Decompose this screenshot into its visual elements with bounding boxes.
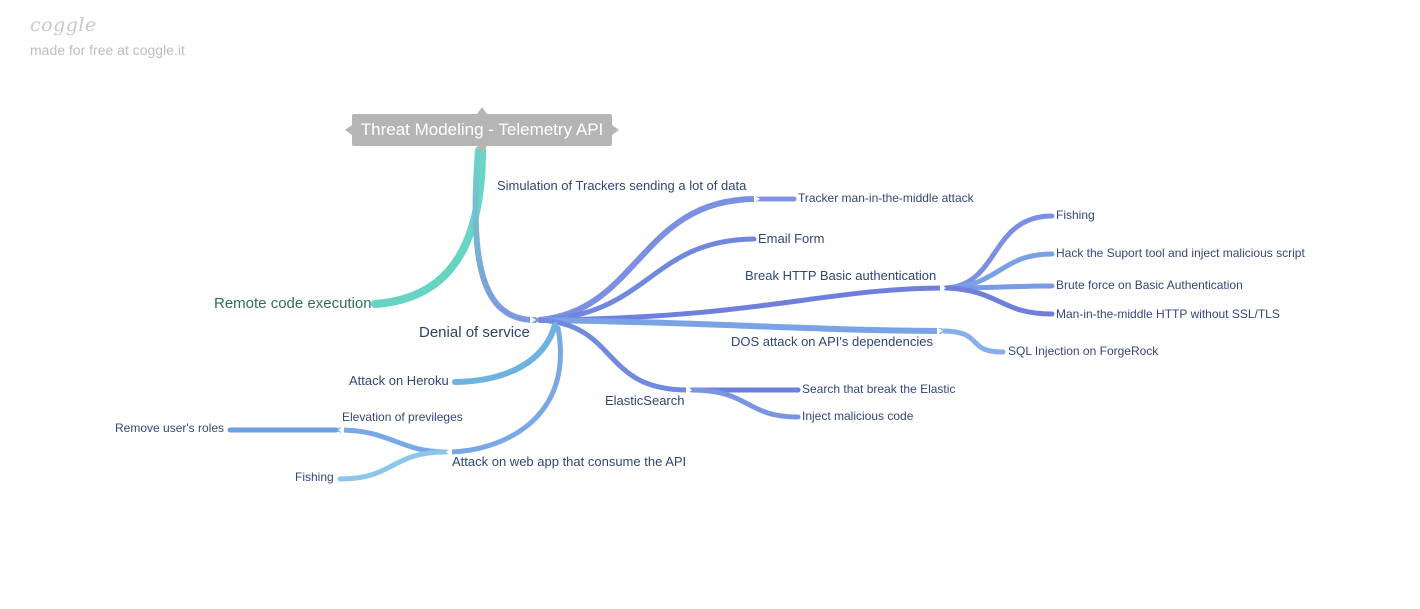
root-node-label: Threat Modeling - Telemetry API <box>360 120 604 139</box>
branch-remote-code-execution <box>371 146 486 308</box>
coggle-logo[interactable]: coggle <box>30 14 97 36</box>
node-denial-of-service[interactable]: Denial of service <box>419 324 530 341</box>
node-ba-fishing[interactable]: Fishing <box>1056 208 1095 222</box>
branch-email-form <box>537 236 757 323</box>
root-add-down-handle[interactable] <box>477 146 487 153</box>
root-add-right-handle[interactable] <box>612 125 619 135</box>
node-attack-webapp[interactable]: Attack on web app that consume the API <box>452 454 687 469</box>
node-remote-code-execution[interactable]: Remote code execution <box>214 295 372 312</box>
branch-sql-injection <box>941 328 1006 355</box>
coggle-branding: coggle made for free at coggle.it <box>30 14 185 58</box>
node-elasticsearch[interactable]: ElasticSearch <box>605 393 685 408</box>
node-attack-heroku[interactable]: Attack on Heroku <box>349 373 449 388</box>
node-inject-malicious-code[interactable]: Inject malicious code <box>802 409 914 423</box>
branch-heroku <box>452 322 558 385</box>
branch-simulation <box>537 196 759 323</box>
node-brute-force[interactable]: Brute force on Basic Authentication <box>1056 278 1243 292</box>
node-mitm-http[interactable]: Man-in-the-middle HTTP without SSL/TLS <box>1056 307 1280 321</box>
node-dos-dependencies[interactable]: DOS attack on API's dependencies <box>731 334 933 349</box>
node-hack-support-tool[interactable]: Hack the Suport tool and inject maliciou… <box>1056 246 1305 260</box>
node-elevation-privileges[interactable]: Elevation of previleges <box>342 410 463 424</box>
branch-ba-mitm-http <box>943 285 1055 317</box>
coggle-tagline[interactable]: made for free at coggle.it <box>30 42 185 58</box>
branch-basic-auth <box>537 285 945 323</box>
branch-webapp-fishing <box>337 449 449 482</box>
root-add-left-handle[interactable] <box>345 125 352 135</box>
branch-dependencies <box>537 317 943 334</box>
node-email-form[interactable]: Email Form <box>758 231 825 246</box>
node-webapp-fishing[interactable]: Fishing <box>295 470 334 484</box>
node-remove-user-roles[interactable]: Remove user's roles <box>115 421 224 435</box>
connector-chevrons <box>338 195 946 456</box>
root-add-up-handle[interactable] <box>477 107 487 114</box>
branch-elastic <box>537 317 691 393</box>
node-tracker-mitm[interactable]: Tracker man-in-the-middle attack <box>798 191 974 205</box>
node-sql-injection[interactable]: SQL Injection on ForgeRock <box>1008 344 1159 358</box>
branch-ba-fishing <box>943 213 1055 291</box>
node-search-break-elastic[interactable]: Search that break the Elastic <box>802 382 956 396</box>
branch-denial-of-service <box>472 147 538 323</box>
branch-webapp <box>447 325 563 455</box>
node-break-http-basic-auth[interactable]: Break HTTP Basic authentication <box>745 268 937 283</box>
branch-elevation <box>337 427 449 455</box>
branch-elastic-inject <box>689 387 801 420</box>
node-simulation-trackers[interactable]: Simulation of Trackers sending a lot of … <box>497 178 747 193</box>
root-node[interactable]: Threat Modeling - Telemetry API <box>345 107 619 153</box>
